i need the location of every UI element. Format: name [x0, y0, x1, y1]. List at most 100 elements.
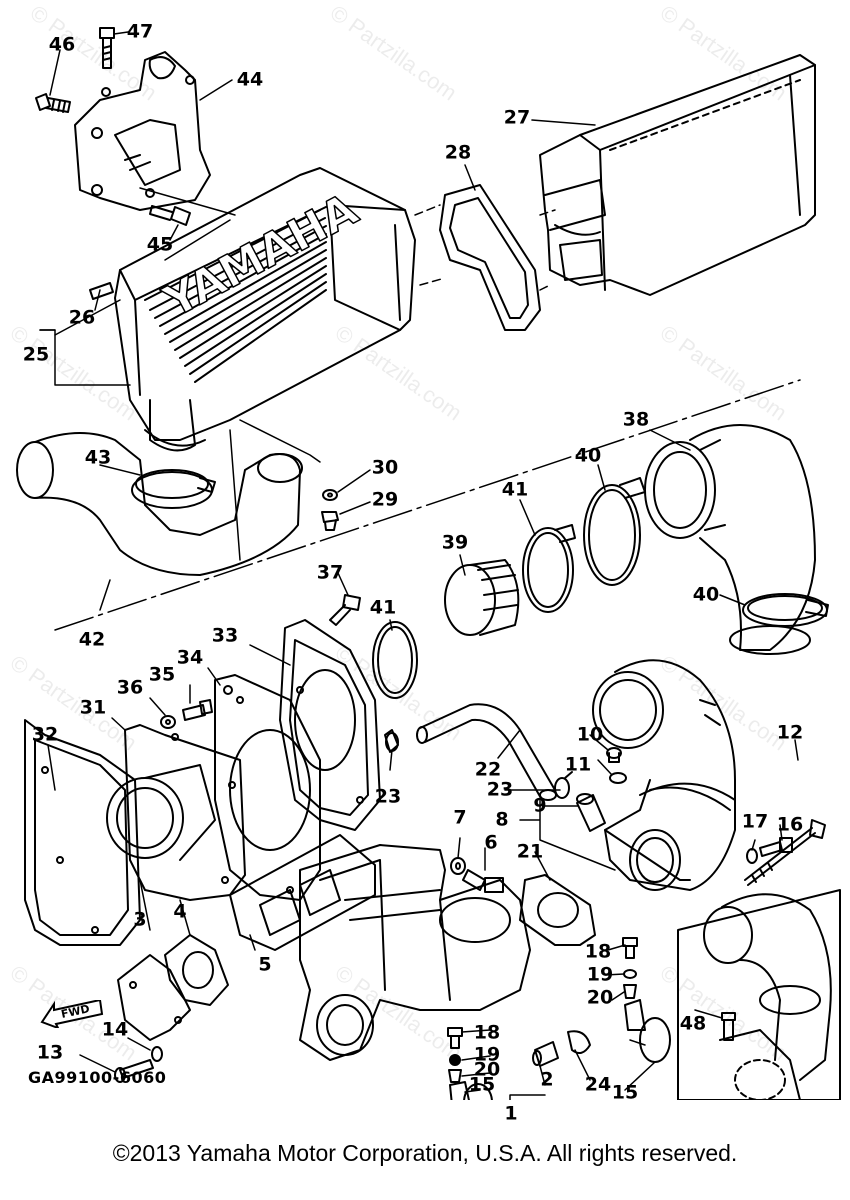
callout-34[interactable]: 34 — [176, 646, 204, 669]
callout-21[interactable]: 21 — [516, 840, 544, 863]
bolt-35[interactable] — [182, 699, 213, 721]
hose-clip-23-left[interactable] — [384, 729, 399, 753]
callout-1[interactable]: 1 — [504, 1102, 518, 1125]
clip-24[interactable] — [567, 1030, 591, 1055]
hose-clamp-43[interactable] — [131, 469, 216, 509]
hose-clamp-41-upper[interactable] — [522, 524, 576, 613]
callout-45[interactable]: 45 — [146, 233, 174, 256]
callout-10[interactable]: 10 — [576, 723, 604, 746]
callout-19a[interactable]: 19 — [586, 963, 614, 986]
clamp-15-left[interactable] — [449, 1081, 493, 1100]
callout-19b[interactable]: 19 — [473, 1043, 501, 1066]
gasket-32[interactable] — [24, 719, 141, 946]
callout-31[interactable]: 31 — [79, 696, 107, 719]
callout-36[interactable]: 36 — [116, 676, 144, 699]
callout-7[interactable]: 7 — [453, 806, 467, 829]
gasket-28[interactable] — [439, 184, 541, 331]
engine-mount-bracket[interactable] — [74, 51, 211, 211]
air-filter-housing[interactable] — [539, 54, 816, 296]
callout-20b[interactable]: 20 — [473, 1058, 501, 1081]
callout-13[interactable]: 13 — [36, 1041, 64, 1064]
gasket-4[interactable] — [164, 934, 229, 1006]
callout-44[interactable]: 44 — [236, 68, 264, 91]
gasket-5[interactable] — [229, 834, 376, 951]
callout-24[interactable]: 24 — [584, 1073, 612, 1096]
callout-41a[interactable]: 41 — [501, 478, 529, 501]
bolt-16[interactable] — [759, 837, 793, 857]
exhaust-hose-42[interactable] — [16, 432, 303, 576]
callout-30[interactable]: 30 — [371, 456, 399, 479]
callout-38[interactable]: 38 — [622, 408, 650, 431]
callout-4[interactable]: 4 — [173, 900, 187, 923]
bolt-12[interactable] — [744, 819, 826, 886]
inset-elbow[interactable] — [703, 893, 832, 1100]
callout-35[interactable]: 35 — [148, 663, 176, 686]
collar-20-right[interactable] — [623, 984, 637, 999]
callout-48[interactable]: 48 — [679, 1012, 707, 1035]
callout-26[interactable]: 26 — [68, 306, 96, 329]
clamp-15-right[interactable] — [624, 999, 671, 1063]
exhaust-elbow-8[interactable] — [592, 659, 736, 891]
bolt-13[interactable] — [114, 1059, 154, 1083]
callout-40b[interactable]: 40 — [692, 583, 720, 606]
hose-clip-23-right[interactable] — [554, 771, 573, 799]
nut-29[interactable] — [321, 511, 339, 531]
callout-12[interactable]: 12 — [776, 721, 804, 744]
callout-41b[interactable]: 41 — [369, 596, 397, 619]
callout-40a[interactable]: 40 — [574, 444, 602, 467]
callout-29[interactable]: 29 — [371, 488, 399, 511]
callout-23a[interactable]: 23 — [374, 785, 402, 808]
washer-17[interactable] — [746, 848, 758, 864]
washer-19-right[interactable] — [623, 969, 637, 979]
callout-9[interactable]: 9 — [533, 794, 547, 817]
callout-6[interactable]: 6 — [484, 831, 498, 854]
callout-15b[interactable]: 15 — [611, 1081, 639, 1104]
callout-18b[interactable]: 18 — [473, 1021, 501, 1044]
callout-43[interactable]: 43 — [84, 446, 112, 469]
callout-42[interactable]: 42 — [78, 628, 106, 651]
fitting-48[interactable] — [721, 1012, 736, 1041]
washer-14[interactable] — [151, 1046, 163, 1062]
callout-17[interactable]: 17 — [741, 810, 769, 833]
callout-22[interactable]: 22 — [474, 758, 502, 781]
cover-3[interactable] — [117, 954, 191, 1041]
hose-clamp-41-lower[interactable] — [372, 621, 418, 699]
hose-clamp-40-lower[interactable] — [742, 593, 829, 627]
callout-32[interactable]: 32 — [31, 723, 59, 746]
callout-20a[interactable]: 20 — [586, 986, 614, 1009]
callout-47[interactable]: 47 — [126, 20, 154, 43]
exhaust-flange-33[interactable] — [279, 619, 381, 831]
callout-5[interactable]: 5 — [258, 953, 272, 976]
gasket-34[interactable] — [214, 674, 321, 901]
callout-18a[interactable]: 18 — [584, 940, 612, 963]
bolt-47[interactable] — [99, 27, 115, 69]
bolt-6[interactable] — [462, 869, 504, 893]
bolt-18-left[interactable] — [447, 1027, 463, 1049]
bolt-18-right[interactable] — [622, 937, 638, 959]
callout-28[interactable]: 28 — [444, 141, 472, 164]
washer-11[interactable] — [609, 772, 627, 784]
washer-7[interactable] — [450, 857, 466, 875]
callout-11[interactable]: 11 — [564, 753, 592, 776]
callout-3[interactable]: 3 — [133, 908, 147, 931]
muffler-body[interactable]: YAMAHA — [114, 167, 416, 452]
callout-25[interactable]: 25 — [22, 343, 50, 366]
hose-clamp-40-upper[interactable] — [583, 477, 646, 586]
washer-30[interactable] — [322, 489, 338, 501]
exhaust-manifold[interactable] — [299, 844, 531, 1061]
collar-20-left[interactable] — [448, 1069, 462, 1083]
callout-16[interactable]: 16 — [776, 813, 804, 836]
gasket-21[interactable] — [519, 874, 596, 946]
bolt-46[interactable] — [35, 93, 71, 113]
bolt-45[interactable] — [149, 205, 191, 226]
pipe-2[interactable] — [532, 1041, 559, 1067]
pin-26[interactable] — [89, 282, 114, 300]
bolt-37[interactable] — [329, 594, 361, 626]
callout-46[interactable]: 46 — [48, 33, 76, 56]
plug-10[interactable] — [606, 747, 622, 763]
callout-8[interactable]: 8 — [495, 808, 509, 831]
rubber-sleeve-39[interactable] — [444, 559, 520, 636]
callout-14[interactable]: 14 — [101, 1018, 129, 1041]
callout-37[interactable]: 37 — [316, 561, 344, 584]
fitting-9[interactable] — [576, 793, 606, 832]
